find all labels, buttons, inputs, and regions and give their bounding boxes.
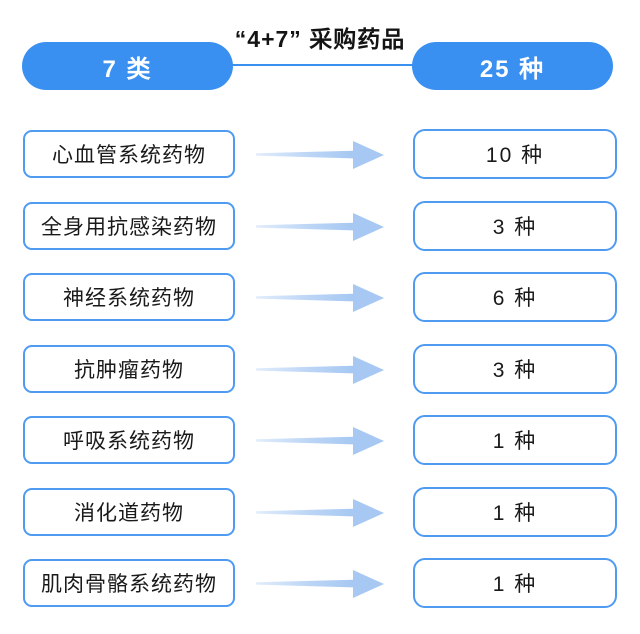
count-label: 3 种 — [492, 359, 538, 382]
category-label: 神经系统药物 — [63, 287, 195, 310]
table-row: 呼吸系统药物 1 种 — [0, 415, 640, 465]
total-categories-pill: 7 类 — [22, 42, 233, 90]
count-box: 1 种 — [413, 487, 617, 537]
category-box: 心血管系统药物 — [23, 130, 235, 178]
category-box: 呼吸系统药物 — [23, 416, 235, 464]
arrow-right-icon — [256, 427, 384, 455]
category-box: 消化道药物 — [23, 488, 235, 536]
table-row: 抗肿瘤药物 3 种 — [0, 344, 640, 394]
header: 7 类 25 种 “4+7” 采购药品 — [0, 0, 640, 100]
count-box: 3 种 — [413, 344, 617, 394]
category-label: 肌肉骨骼系统药物 — [41, 573, 217, 596]
category-label: 呼吸系统药物 — [63, 430, 195, 453]
category-box: 神经系统药物 — [23, 273, 235, 321]
count-label: 1 种 — [492, 573, 538, 596]
total-types-pill: 25 种 — [412, 42, 613, 90]
arrow-right-icon — [256, 499, 384, 527]
count-box: 6 种 — [413, 272, 617, 322]
count-label: 6 种 — [492, 287, 538, 310]
arrow-right-icon — [256, 213, 384, 241]
category-label: 消化道药物 — [74, 502, 184, 525]
count-label: 10 种 — [485, 144, 545, 167]
table-row: 全身用抗感染药物 3 种 — [0, 201, 640, 251]
category-box: 全身用抗感染药物 — [23, 202, 235, 250]
total-types-label: 25 种 — [479, 55, 546, 83]
category-label: 心血管系统药物 — [52, 144, 206, 167]
arrow-right-icon — [256, 141, 384, 169]
category-box: 抗肿瘤药物 — [23, 345, 235, 393]
count-box: 1 种 — [413, 415, 617, 465]
count-label: 3 种 — [492, 216, 538, 239]
table-row: 肌肉骨骼系统药物 1 种 — [0, 558, 640, 608]
header-connector-line — [228, 64, 418, 66]
count-box: 10 种 — [413, 129, 617, 179]
count-box: 3 种 — [413, 201, 617, 251]
page-title: “4+7” 采购药品 — [234, 26, 406, 52]
arrow-right-icon — [256, 356, 384, 384]
count-label: 1 种 — [492, 502, 538, 525]
table-row: 心血管系统药物 10 种 — [0, 129, 640, 179]
count-label: 1 种 — [492, 430, 538, 453]
category-label: 全身用抗感染药物 — [41, 216, 217, 239]
total-categories-label: 7 类 — [102, 55, 153, 83]
arrow-right-icon — [256, 284, 384, 312]
category-box: 肌肉骨骼系统药物 — [23, 559, 235, 607]
category-label: 抗肿瘤药物 — [74, 359, 184, 382]
arrow-right-icon — [256, 570, 384, 598]
table-row: 消化道药物 1 种 — [0, 487, 640, 537]
table-row: 神经系统药物 6 种 — [0, 272, 640, 322]
count-box: 1 种 — [413, 558, 617, 608]
